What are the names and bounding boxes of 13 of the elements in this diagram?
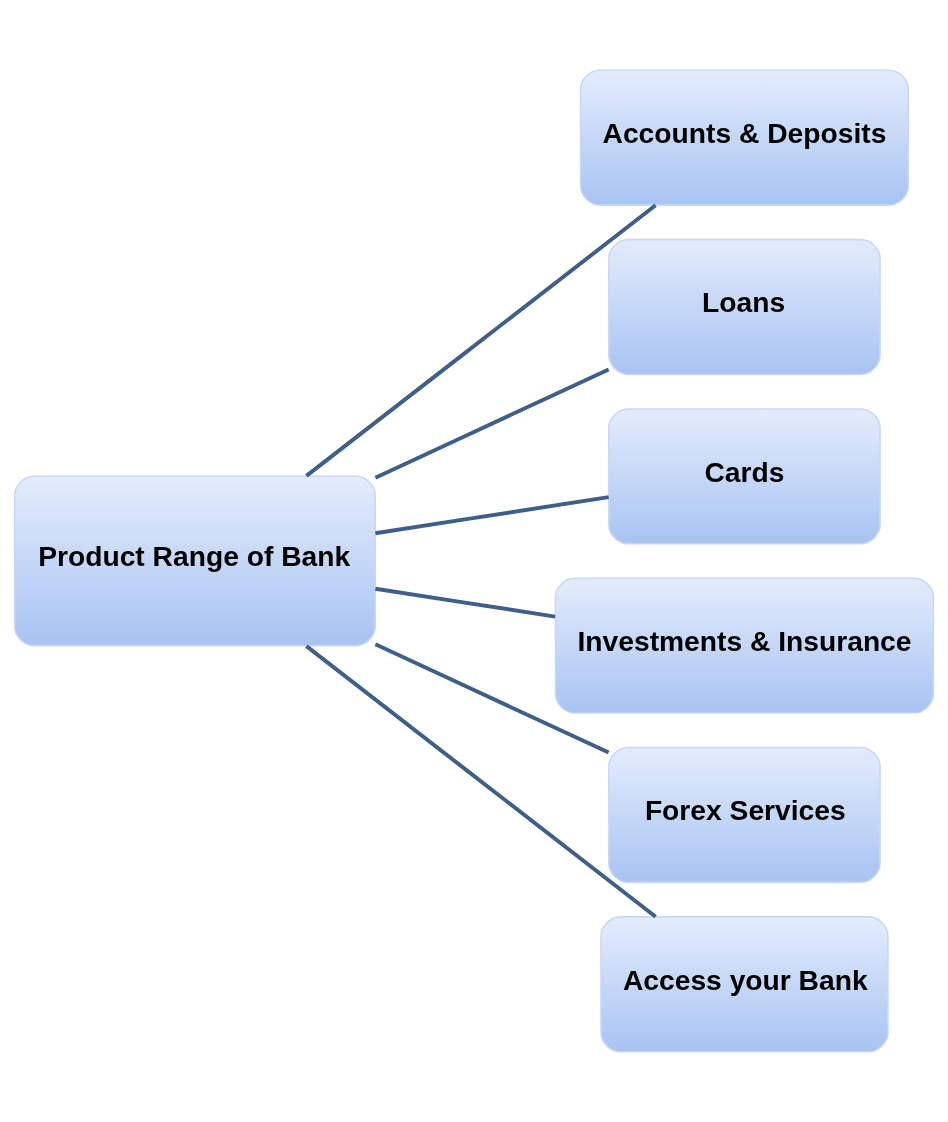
node-box: Investments & Insurance <box>554 577 935 714</box>
node-box: Cards <box>608 408 881 545</box>
connector <box>375 495 609 536</box>
connector <box>375 586 556 619</box>
node-box: Product Range of Bank <box>13 475 376 647</box>
node-box: Access your Bank <box>600 916 889 1053</box>
node-box: Accounts & Deposits <box>579 69 910 206</box>
connector <box>374 642 610 755</box>
node-box: Loans <box>608 238 881 376</box>
connector <box>305 203 657 478</box>
connector <box>305 644 657 919</box>
connector <box>374 367 610 480</box>
node-box: Forex Services <box>608 746 881 884</box>
